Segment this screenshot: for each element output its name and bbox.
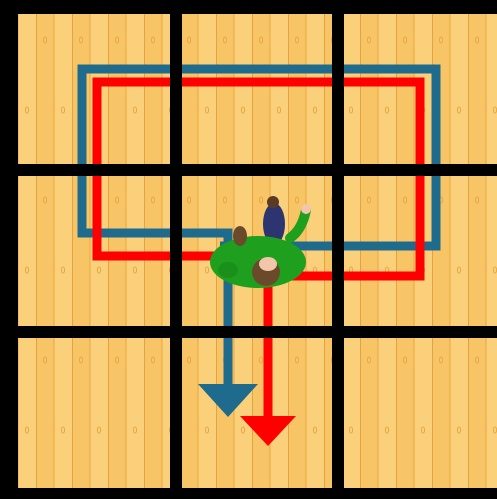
floor-tile: [18, 338, 170, 488]
floor-tile: [182, 338, 332, 488]
floor-tile: [182, 14, 332, 164]
floor-tile: [344, 338, 497, 488]
